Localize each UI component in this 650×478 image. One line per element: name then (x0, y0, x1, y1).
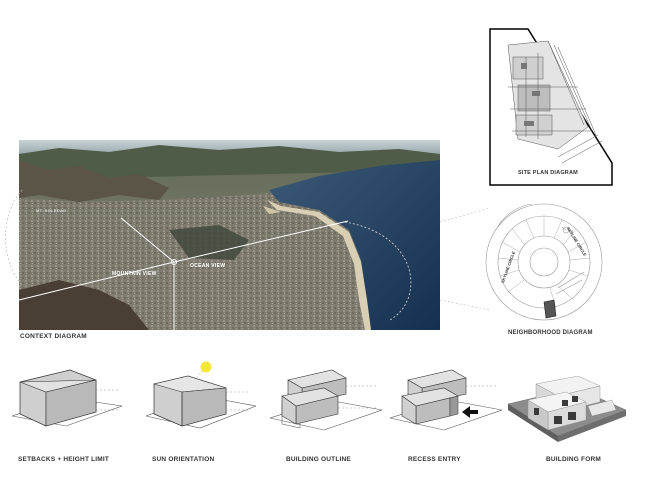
site-plan-diagram (488, 27, 614, 187)
step-outline-diagram (268, 366, 384, 442)
form-rendering (507, 375, 627, 442)
site-plan-drawing (489, 28, 613, 186)
step-setbacks-caption: SETBACKS + HEIGHT LIMIT (18, 456, 110, 463)
mountain-view-label: MOUNTAIN VIEW (112, 271, 157, 277)
step-sun-caption: SUN ORIENTATION (152, 456, 215, 463)
step-form-caption: BUILDING FORM (546, 456, 601, 463)
setbacks-drawing (11, 369, 123, 427)
context-diagram-caption: CONTEXT DIAGRAM (20, 333, 87, 340)
neighborhood-caption: NEIGHBORHOOD DIAGRAM (508, 330, 593, 336)
north-arrow-icon (562, 226, 570, 234)
recess-drawing (388, 369, 504, 431)
context-aerial-image (19, 140, 440, 330)
site-plan-caption: SITE PLAN DIAGRAM (518, 170, 578, 176)
step-setbacks-diagram (11, 368, 123, 438)
step-recess-caption: RECESS ENTRY (408, 456, 461, 463)
mount-label: MT. SOLEDAD (36, 208, 67, 213)
aerial-photo (19, 140, 440, 330)
step-recess-diagram (388, 366, 504, 442)
north-label: N (570, 229, 573, 234)
site-lot (543, 299, 557, 319)
entry-arrow-icon (462, 406, 478, 418)
neighborhood-diagram (478, 196, 608, 326)
sun-drawing (144, 361, 258, 429)
ocean-view-label: OCEAN VIEW (190, 263, 226, 269)
step-outline-caption: BUILDING OUTLINE (286, 456, 351, 463)
sun-icon (200, 361, 212, 373)
step-sun-diagram (144, 358, 258, 438)
neighborhood-drawing (485, 203, 603, 321)
outline-drawing (268, 369, 384, 431)
step-form-diagram (507, 375, 627, 442)
